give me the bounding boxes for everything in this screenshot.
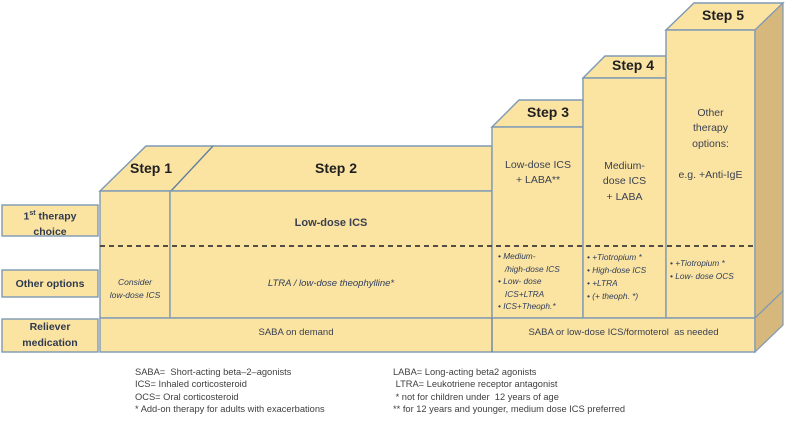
legend-laba: LABA= Long-acting beta2 agonists: [393, 367, 537, 377]
step2-front-face: [169, 190, 493, 319]
step3-header: Step 3: [526, 104, 569, 120]
step5-side-face: [754, 1, 784, 320]
legend-saba: SABA= Short-acting beta–2–agonists: [135, 367, 292, 377]
step3-first-choice: Low-dose ICS + LABA**: [505, 159, 571, 187]
step1-other-options: Consider low-dose ICS: [109, 277, 161, 300]
first-choice-line2: choice: [33, 226, 67, 238]
step4-header: Step 4: [611, 57, 654, 73]
first-choice-line1: therapy: [35, 210, 77, 223]
row-label-other-options: Other options: [15, 278, 85, 290]
step2-first-choice: Low-dose ICS: [294, 217, 368, 229]
step1-header: Step 1: [129, 160, 172, 176]
reliever-right-text: SABA or low-dose ICS/formoterol as neede…: [528, 327, 719, 338]
reliever-band-side-face: [754, 289, 784, 354]
row-label-reliever: Reliever medication: [22, 321, 78, 349]
legend-ocs: OCS= Oral corticosteroid: [135, 391, 239, 402]
step5-header: Step 5: [701, 7, 744, 23]
label-box-other-options: [1, 269, 99, 298]
legend-double-star-note: ** for 12 years and younger, medium dose…: [393, 403, 626, 414]
reliever-left-text: SABA on demand: [258, 327, 334, 338]
reliever-band: [99, 317, 756, 353]
legend-ics: ICS= Inhaled corticosteroid: [135, 379, 247, 390]
step2-other-options: LTRA / low-dose theophylline*: [267, 278, 395, 289]
legend-ltra: LTRA= Leukotriene receptor antagonist: [393, 379, 558, 390]
step5-other-options: • +Tiotropium * • Low- dose OCS: [670, 258, 734, 281]
step5-front-face: [665, 29, 756, 319]
row-label-first-choice: 1st therapy choice: [2, 206, 98, 256]
first-choice-number: 1: [23, 210, 30, 223]
legend-column-1: SABA= Short-acting beta–2–agonists ICS= …: [135, 366, 325, 415]
legend-single-star-note: * not for children under 12 years of age: [393, 391, 559, 402]
step2-header: Step 2: [314, 160, 357, 176]
legend-column-2: LABA= Long-acting beta2 agonists LTRA= L…: [393, 366, 625, 415]
step4-other-options: • +Tiotropium * • High-dose ICS • +LTRA …: [587, 252, 647, 301]
legend-asterisk-note: * Add-on therapy for adults with exacerb…: [135, 403, 325, 414]
step4-first-choice: Medium- dose ICS + LABA: [602, 160, 647, 203]
first-choice-ordinal-suffix: st: [29, 210, 36, 217]
label-box-first-choice: [1, 204, 99, 237]
step3-other-options: • Medium- /high-dose ICS • Low- dose ICS…: [498, 251, 560, 312]
label-box-reliever: [1, 318, 99, 353]
step1-front-face: [99, 190, 171, 319]
step3-front-face: [491, 126, 584, 319]
step1-2-top-divider: [170, 145, 214, 192]
step5-first-choice: Other therapy options: e.g. +Anti-IgE: [678, 107, 743, 181]
